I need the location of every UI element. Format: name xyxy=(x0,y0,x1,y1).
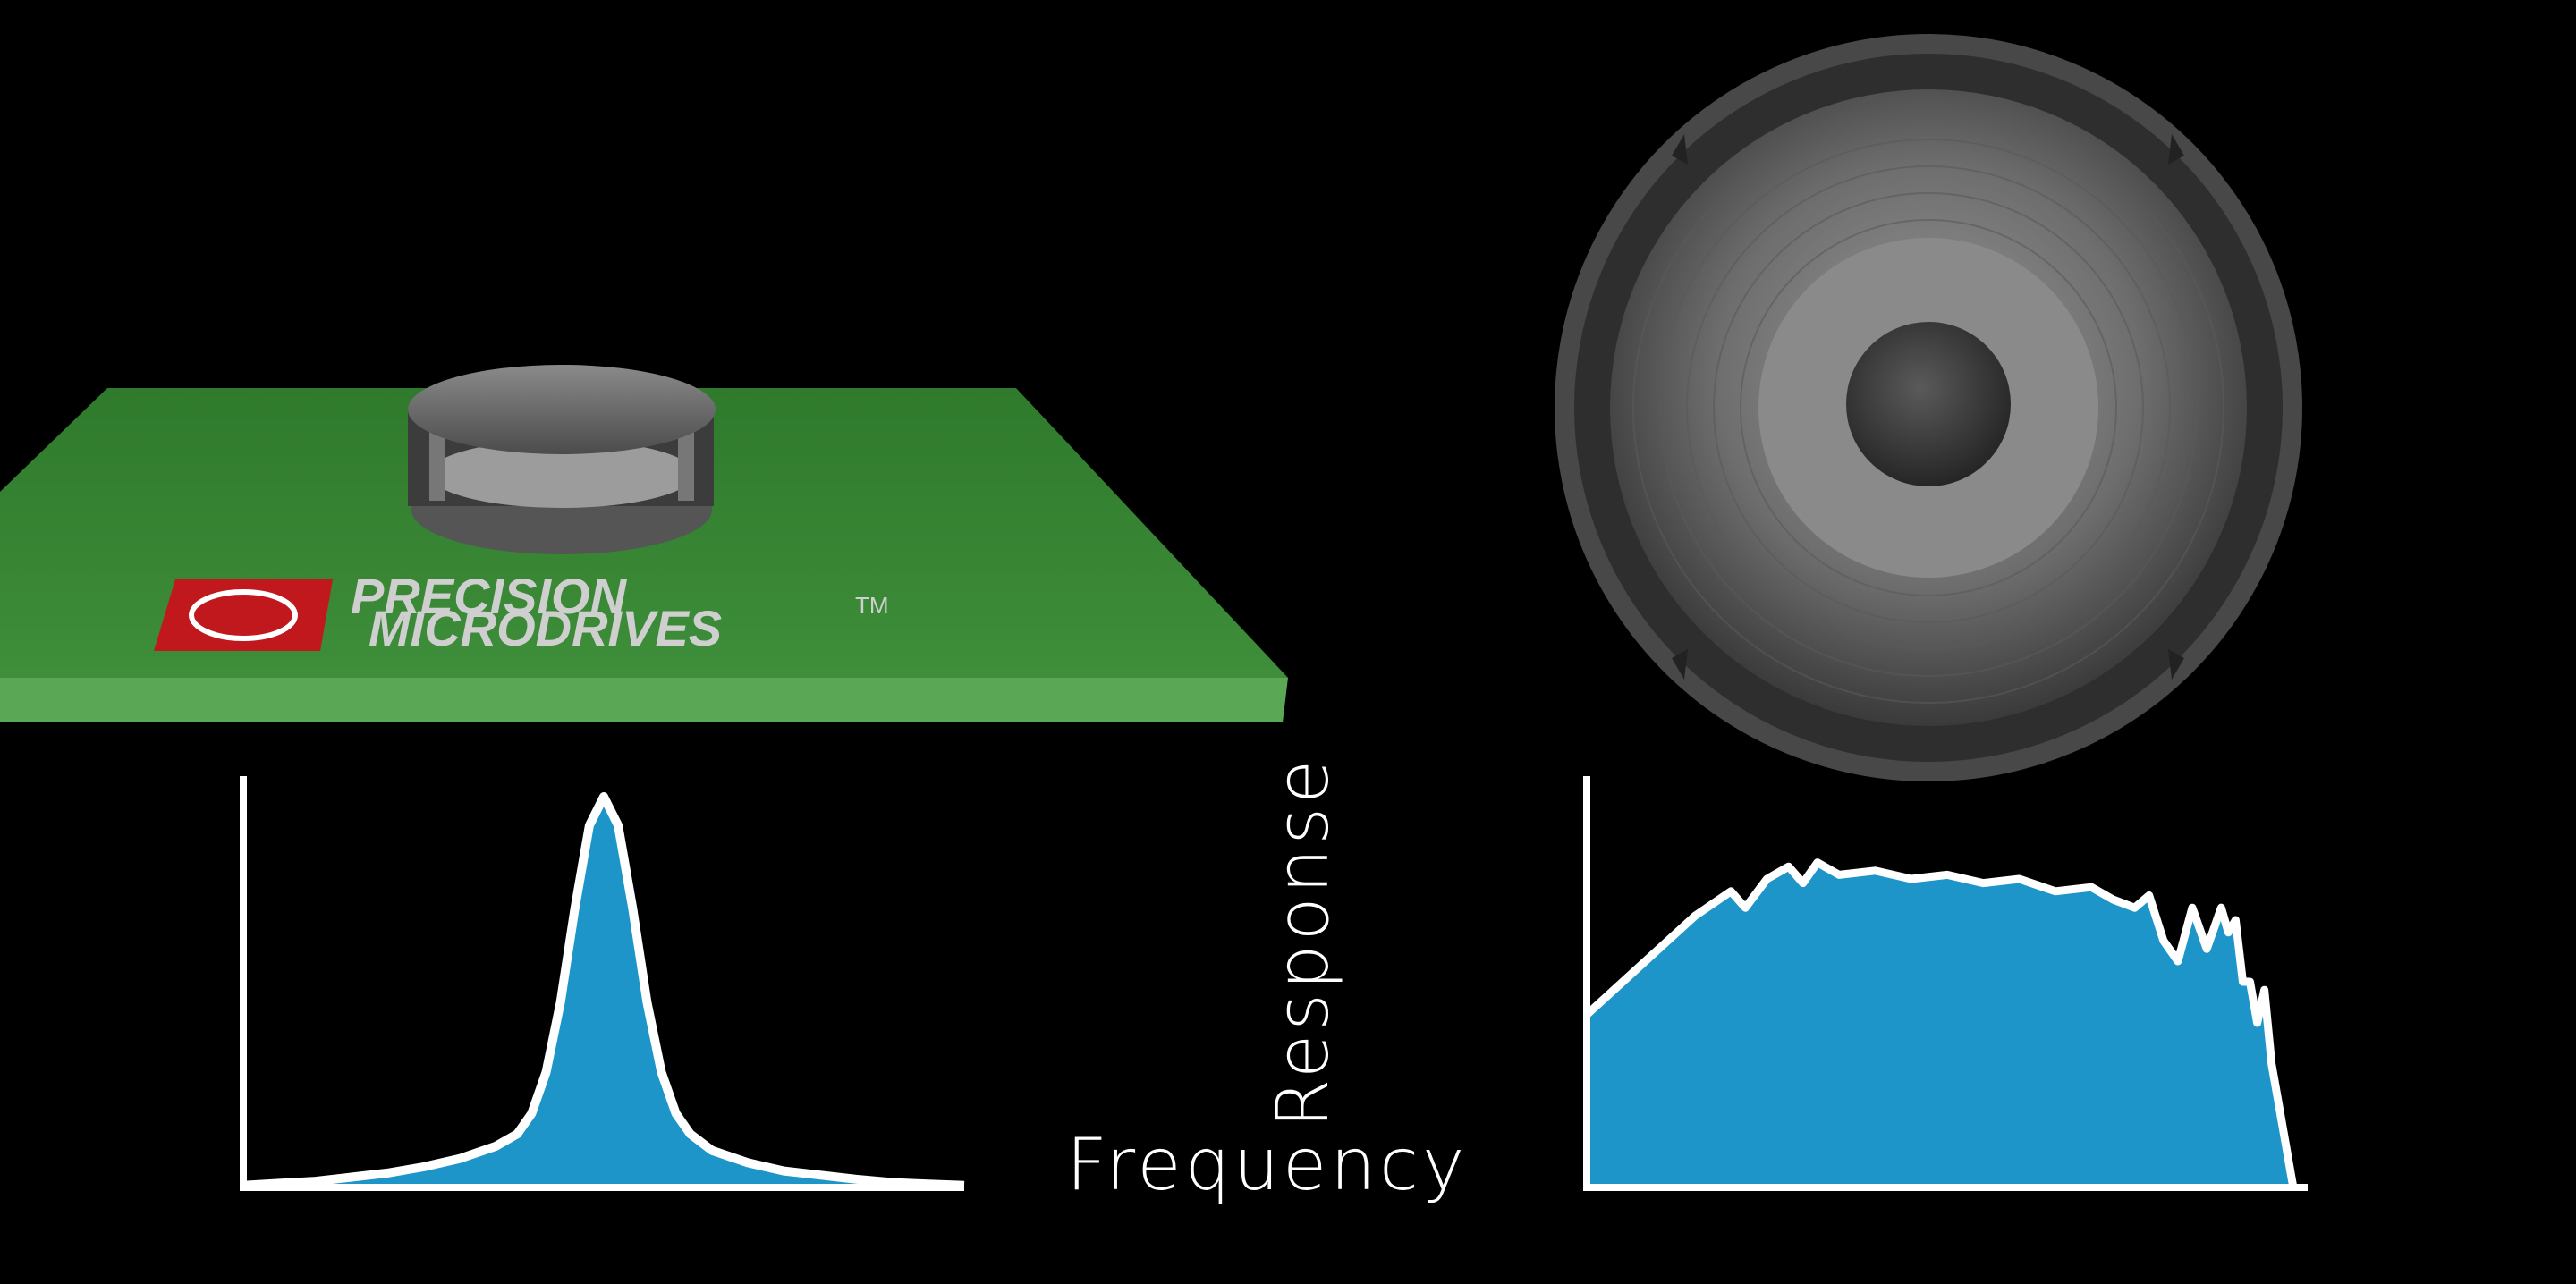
chart-resonant xyxy=(240,776,965,1191)
series-area xyxy=(243,797,964,1187)
chart-broadband xyxy=(1583,776,2308,1191)
logo-line1: PRECISION xyxy=(351,568,628,624)
axes xyxy=(240,776,964,1191)
logo-emblem xyxy=(154,579,333,651)
speaker-dust-cap xyxy=(1846,322,2011,486)
pcb-edge xyxy=(0,678,1288,722)
loudspeaker-illustration xyxy=(1555,34,2302,781)
x-axis-label: Frequency xyxy=(1066,1123,1469,1206)
logo-tm: TM xyxy=(855,592,889,619)
component-cap xyxy=(408,365,716,454)
pcb-illustration: PRECISION MICRODRIVES TM xyxy=(0,365,1288,722)
axes xyxy=(1583,776,2308,1191)
component-disc xyxy=(429,440,694,508)
speaker-cone-rings xyxy=(1632,112,2224,704)
series-line xyxy=(242,792,965,1190)
y-axis-label: Response xyxy=(1261,756,1344,1128)
series-area xyxy=(1587,862,2293,1187)
series-line xyxy=(1583,858,2298,1188)
logo-line2: MICRODRIVES xyxy=(369,600,722,656)
precision-microdrives-logo: PRECISION MICRODRIVES TM xyxy=(154,568,889,656)
